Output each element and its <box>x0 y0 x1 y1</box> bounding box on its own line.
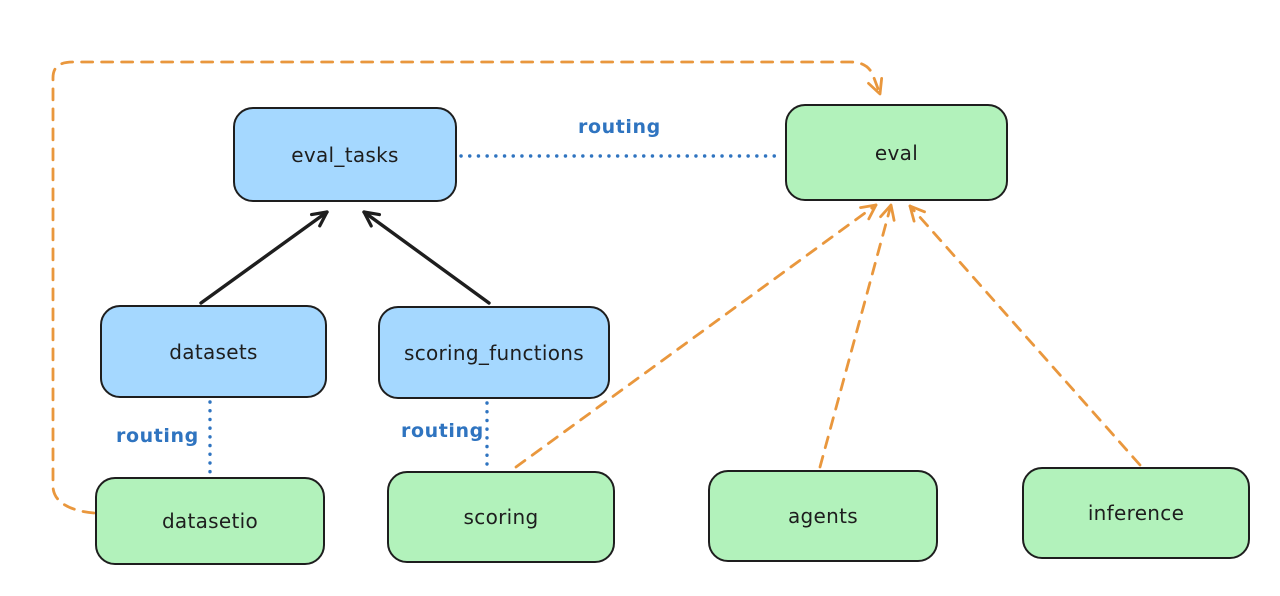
node-scoring-functions-label: scoring_functions <box>403 340 585 365</box>
node-eval-tasks-label: eval_tasks <box>291 142 399 167</box>
node-inference: inference <box>1022 467 1250 559</box>
edge-agents-to-eval <box>818 203 896 469</box>
node-datasets: datasets <box>100 305 327 398</box>
node-scoring-label: scoring <box>463 505 539 529</box>
edge-label-routing-eval-tasks-eval: routing <box>578 116 661 138</box>
node-eval: eval <box>785 104 1008 201</box>
edge-label-routing-scoring-functions-scoring: routing <box>401 420 484 442</box>
node-scoring: scoring <box>387 471 615 563</box>
edge-label-routing-datasets-datasetio: routing <box>116 425 199 447</box>
node-datasetio-label: datasetio <box>161 509 259 533</box>
node-agents: agents <box>708 470 938 562</box>
node-datasetio: datasetio <box>95 477 325 565</box>
node-eval-label: eval <box>874 140 919 165</box>
edge-inference-to-eval <box>908 204 1142 467</box>
node-datasets-label: datasets <box>169 339 258 364</box>
node-eval-tasks: eval_tasks <box>233 107 457 202</box>
node-inference-label: inference <box>1087 501 1185 525</box>
edge-scoring-to-eval <box>514 203 878 469</box>
edge-datasetio-to-eval <box>51 60 884 515</box>
edge-datasets-to-eval-tasks <box>199 210 329 305</box>
node-scoring-functions: scoring_functions <box>378 306 610 399</box>
edge-scoring-functions-to-eval-tasks <box>362 210 491 305</box>
node-agents-label: agents <box>788 504 858 528</box>
